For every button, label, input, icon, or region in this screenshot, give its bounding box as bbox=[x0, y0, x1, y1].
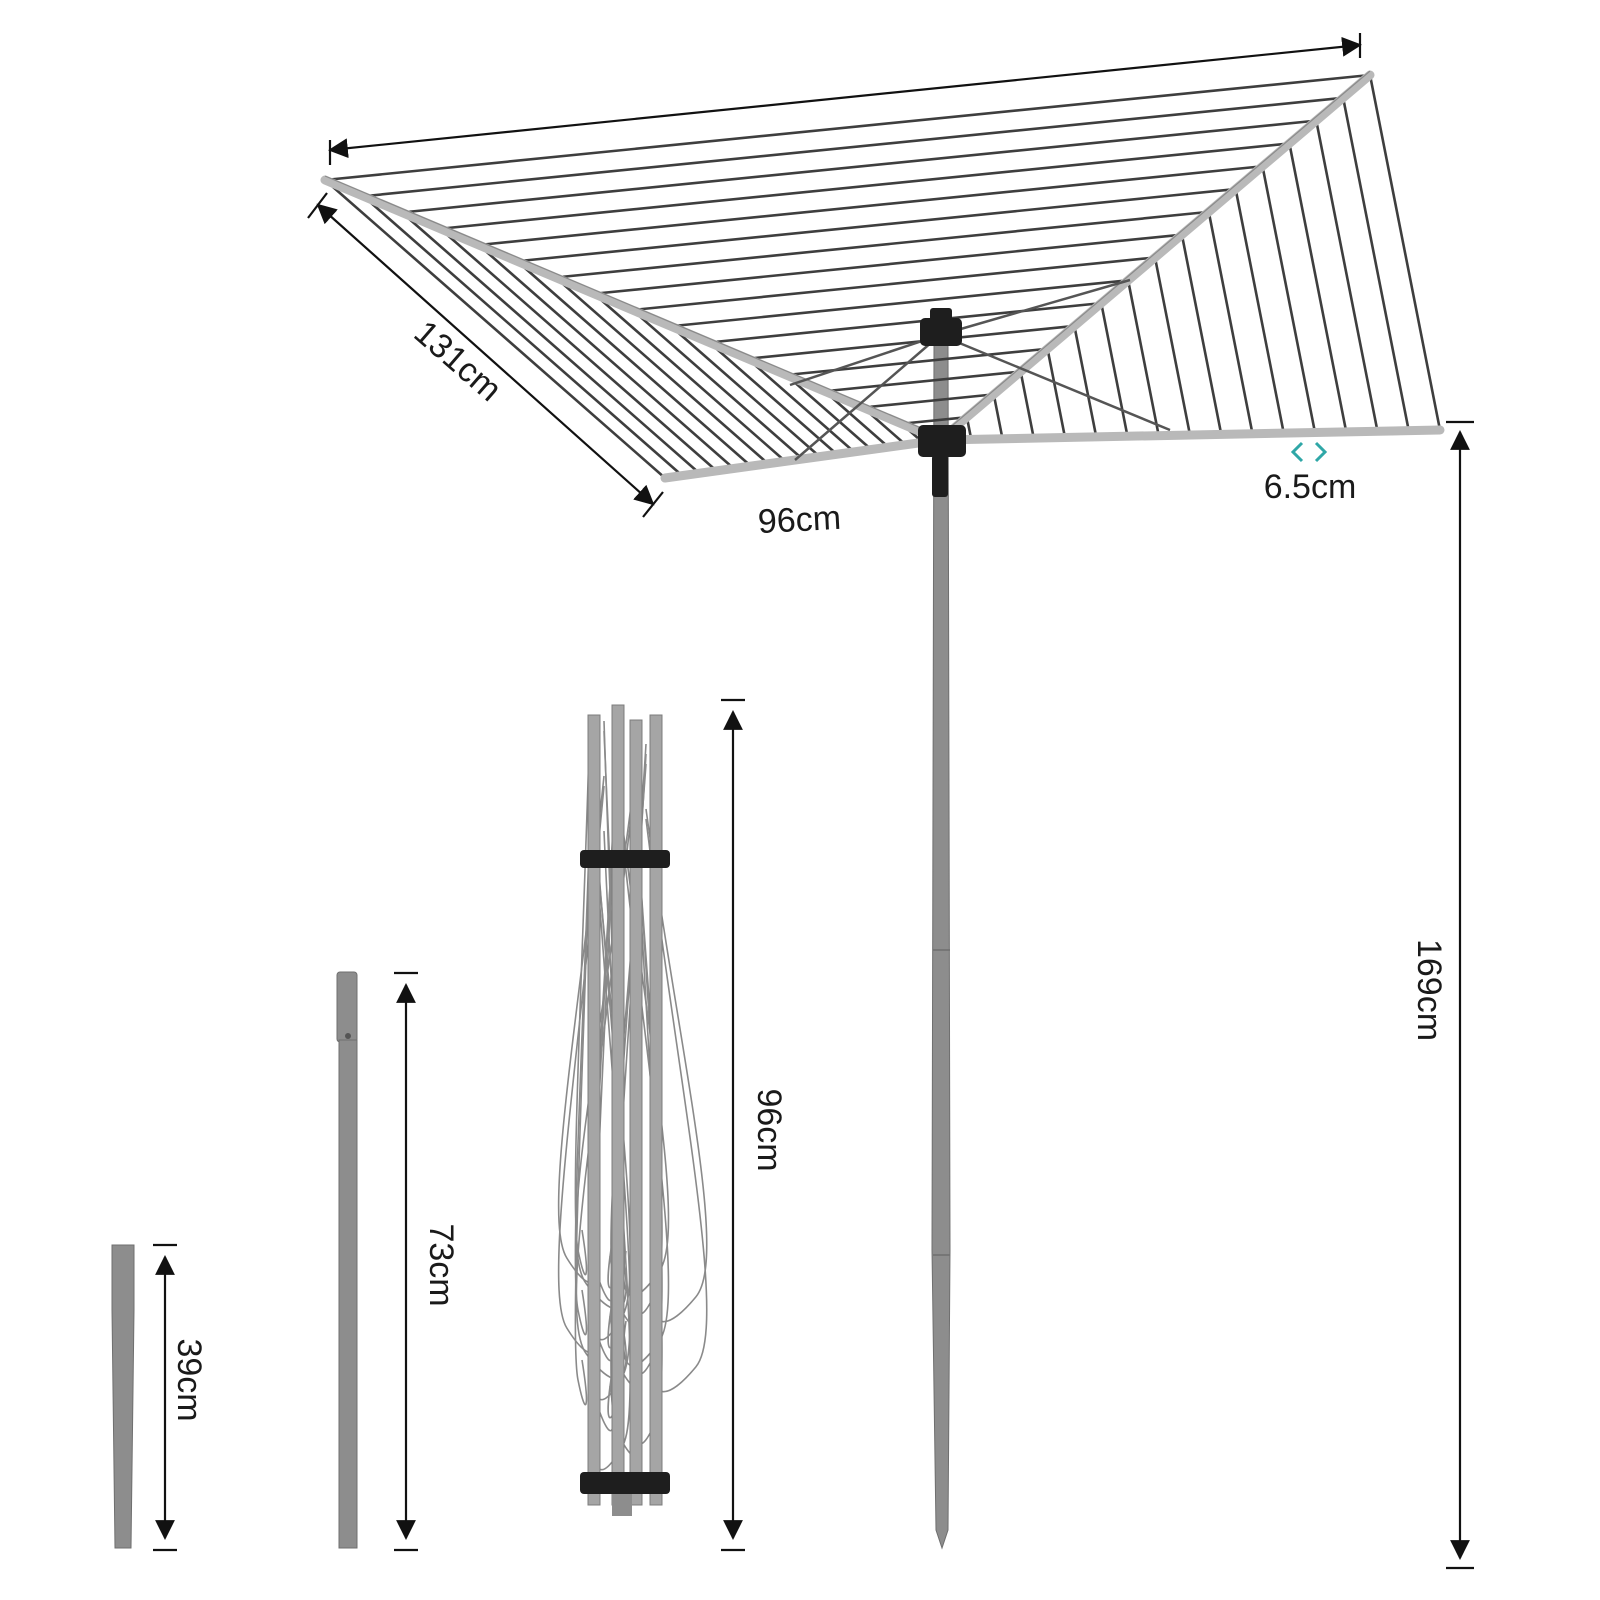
clothes-line-right bbox=[1368, 74, 1442, 431]
dim-upper-pole bbox=[394, 971, 418, 1552]
label-folded-height: 96cm bbox=[750, 1088, 788, 1171]
ground-spike-part bbox=[111, 1244, 135, 1549]
clothes-line-back bbox=[363, 96, 1344, 198]
label-arm-length: 96cm bbox=[757, 499, 842, 541]
clothes-line-right bbox=[1019, 371, 1036, 439]
clothes-line-back bbox=[324, 73, 1371, 182]
arm-braces bbox=[789, 278, 1171, 461]
clothes-line-right bbox=[1234, 188, 1286, 434]
main-pole bbox=[931, 344, 951, 1550]
clothes-line-left bbox=[477, 244, 735, 470]
clothes-line-back bbox=[862, 393, 994, 409]
dim-total-height bbox=[1446, 420, 1474, 1570]
clothes-line-back bbox=[555, 210, 1209, 279]
clothes-line-right bbox=[992, 394, 1004, 440]
clothes-line-back bbox=[670, 279, 1129, 328]
clothes-line-left bbox=[746, 357, 855, 453]
clothes-line-back bbox=[709, 301, 1102, 344]
clothes-line-back bbox=[593, 233, 1183, 296]
clothes-line-right bbox=[1046, 348, 1067, 438]
folded-airer bbox=[557, 704, 708, 1516]
clothes-line-left bbox=[670, 325, 821, 458]
clothes-line-right bbox=[1126, 280, 1161, 436]
clothes-line-left bbox=[785, 374, 873, 451]
label-upper-pole: 73cm bbox=[422, 1223, 460, 1306]
clothes-line-back bbox=[632, 256, 1156, 312]
label-total-height: 169cm bbox=[1410, 939, 1448, 1041]
clothes-line-right bbox=[1207, 211, 1254, 435]
open-airer bbox=[320, 70, 1445, 1550]
clothes-line-right bbox=[1261, 165, 1317, 433]
clothes-line-back bbox=[747, 324, 1075, 361]
dim-folded-height bbox=[721, 698, 745, 1552]
dim-top-width bbox=[328, 33, 1362, 165]
spacing-arrows-icon bbox=[1290, 441, 1328, 463]
label-ground-spike: 39cm bbox=[170, 1338, 208, 1421]
clothes-line-back bbox=[401, 119, 1317, 214]
clothes-line-right bbox=[1180, 234, 1223, 435]
clothes-line-right bbox=[1153, 257, 1192, 436]
clothes-line-left bbox=[554, 276, 769, 465]
clothes-line-left bbox=[708, 341, 838, 456]
folded-line-strand bbox=[574, 829, 591, 1406]
dim-arm-diagonal bbox=[307, 192, 664, 518]
clothes-line-right bbox=[1099, 302, 1129, 437]
top-hub bbox=[920, 308, 962, 346]
clothes-line-back bbox=[478, 164, 1263, 247]
folded-hub-bottom bbox=[580, 1472, 670, 1494]
clothes-line-back bbox=[517, 187, 1236, 263]
clothes-line-back bbox=[901, 415, 968, 426]
bottom-hub bbox=[918, 425, 966, 497]
dim-ground-spike bbox=[153, 1243, 177, 1552]
upper-pole-part bbox=[336, 971, 358, 1549]
clothes-line-left bbox=[631, 309, 804, 460]
clothes-line-left bbox=[516, 260, 752, 468]
folded-hub-top bbox=[580, 850, 670, 868]
clothes-line-right bbox=[1314, 120, 1379, 432]
label-line-spacing: 6.5cm bbox=[1264, 468, 1357, 506]
clothes-line-right bbox=[1288, 143, 1348, 433]
clothes-line-right bbox=[1073, 325, 1098, 438]
clothes-line-right bbox=[1341, 97, 1411, 431]
folded-line-strand bbox=[574, 719, 591, 1276]
folded-line-strand bbox=[574, 819, 591, 1336]
clothes-line-back bbox=[824, 370, 1021, 393]
